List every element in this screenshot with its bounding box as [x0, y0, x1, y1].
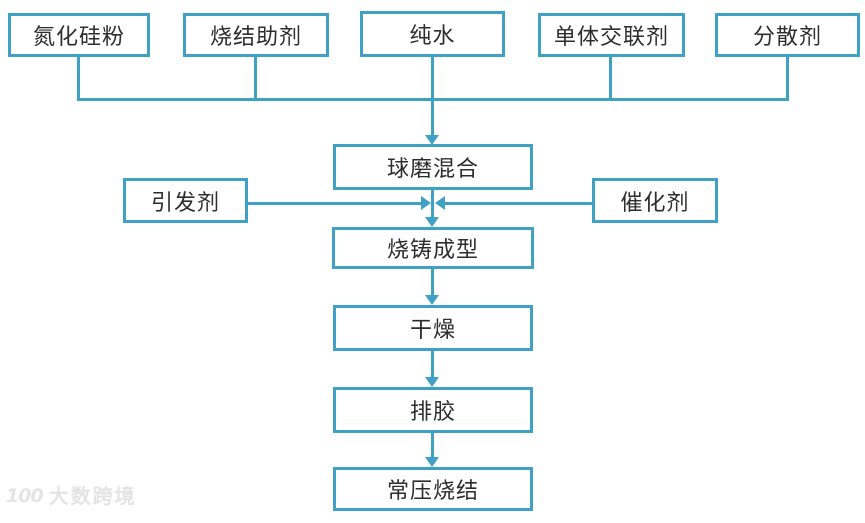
step-label: 球磨混合 — [386, 156, 479, 181]
step-label: 烧铸成型 — [386, 237, 479, 262]
input-box-dispersant: 分散剂 — [715, 13, 860, 57]
input-label: 引发剂 — [150, 189, 220, 215]
bus-line — [77, 98, 789, 101]
step-box-casting: 烧铸成型 — [332, 227, 534, 269]
input-box-silicon-nitride-powder: 氮化硅粉 — [8, 13, 150, 57]
connector-line — [254, 57, 257, 99]
connector-line — [431, 190, 434, 219]
connector-line — [77, 57, 80, 99]
connector-line — [431, 57, 434, 137]
arrowhead-down — [425, 377, 439, 387]
step-box-pressureless-sintering: 常压烧结 — [333, 467, 533, 511]
arrowhead-right — [421, 196, 431, 210]
step-box-ball-mill-mixing: 球磨混合 — [333, 144, 533, 190]
connector-line — [609, 57, 612, 99]
input-label: 氮化硅粉 — [32, 24, 125, 49]
connector-line — [786, 57, 789, 99]
watermark-text: 大数跨境 — [48, 484, 137, 508]
input-label: 单体交联剂 — [553, 24, 669, 49]
step-box-debinding: 排胶 — [333, 387, 533, 433]
input-box-monomer-crosslinker: 单体交联剂 — [538, 13, 685, 57]
connector-line — [431, 351, 434, 378]
watermark-logo-icon: 100 — [6, 485, 44, 507]
step-label: 干燥 — [409, 317, 456, 342]
step-label: 常压烧结 — [386, 478, 479, 503]
arrowhead-down — [425, 295, 439, 305]
arrowhead-down — [425, 135, 439, 145]
arrowhead-left — [435, 196, 445, 210]
step-label: 排胶 — [409, 399, 456, 424]
input-box-pure-water: 纯水 — [360, 11, 505, 57]
input-box-sintering-aid: 烧结助剂 — [183, 13, 329, 57]
input-box-catalyst: 催化剂 — [592, 178, 718, 223]
watermark: 100 大数跨境 — [6, 486, 137, 506]
input-label: 纯水 — [409, 23, 456, 48]
connector-line — [445, 202, 592, 205]
input-label: 分散剂 — [752, 24, 822, 49]
input-label: 催化剂 — [620, 189, 690, 215]
connector-line — [431, 433, 434, 458]
step-box-drying: 干燥 — [333, 305, 533, 351]
input-box-initiator: 引发剂 — [123, 178, 248, 223]
arrowhead-down — [425, 217, 439, 227]
connector-line — [431, 269, 434, 296]
input-label: 烧结助剂 — [209, 24, 302, 49]
arrowhead-down — [425, 457, 439, 467]
connector-line — [248, 202, 421, 205]
